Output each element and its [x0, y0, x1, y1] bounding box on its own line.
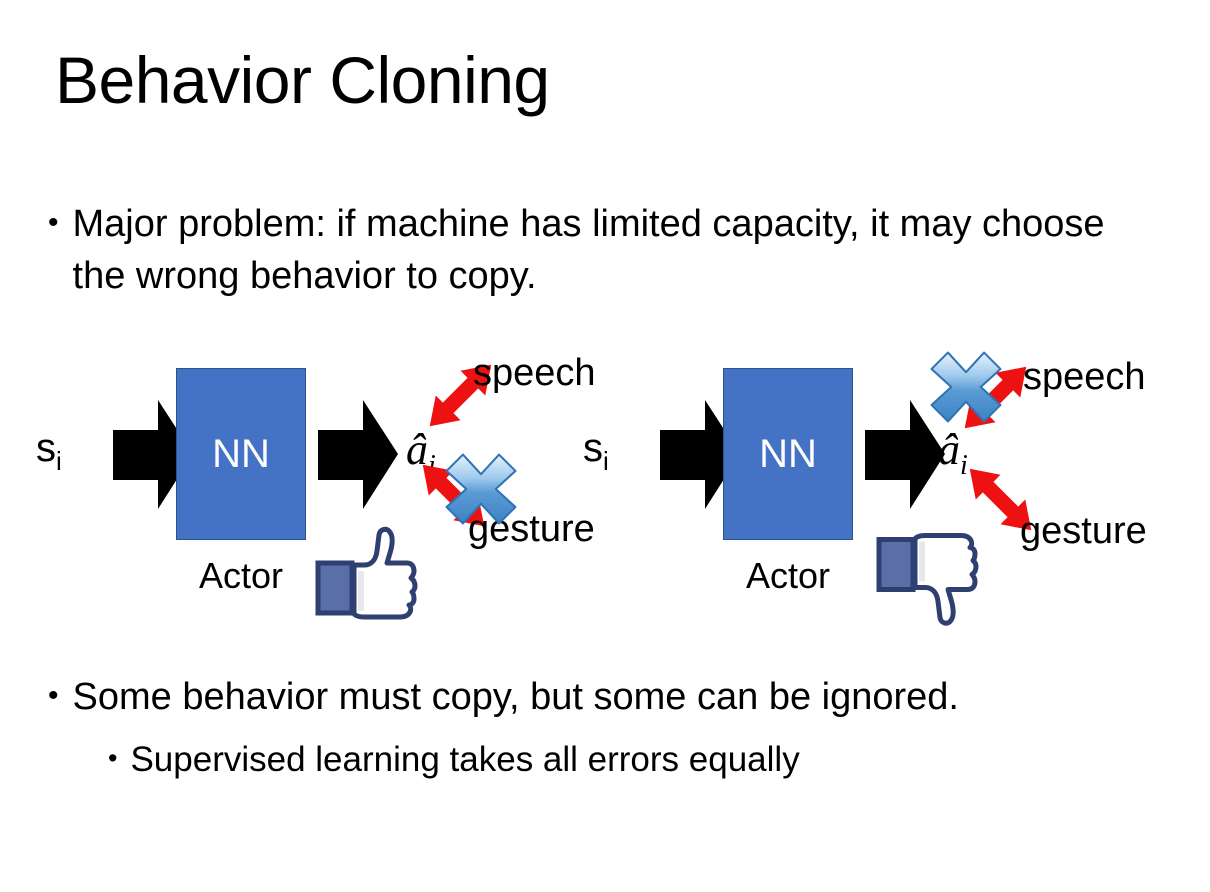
page-title: Behavior Cloning — [55, 43, 550, 117]
branch-label-speech-left: speech — [473, 352, 596, 394]
bullet-marker: • — [48, 206, 59, 239]
nn-box-label: NN — [212, 432, 270, 476]
branch-arrow-down-right — [953, 452, 1048, 552]
bullet-bottom-level1-text: Some behavior must copy, but some can be… — [72, 676, 959, 718]
bullet-marker: • — [108, 743, 118, 773]
thumbs-down-icon — [875, 525, 979, 635]
bullet-bottom-level1: • Some behavior must copy, but some can … — [48, 672, 1168, 723]
thumbs-up-icon — [314, 525, 418, 630]
bullet-bottom-level2-text: Supervised learning takes all errors equ… — [130, 740, 800, 779]
action-label-left: âi — [406, 425, 436, 481]
actor-label-right: Actor — [745, 555, 831, 596]
diagram-right: si NN Actor âi — [565, 340, 1155, 640]
nn-box-left: NN — [176, 368, 306, 540]
input-arrow-left — [113, 392, 193, 522]
diagram-left: si NN Actor âi — [18, 340, 608, 640]
bullet-marker: • — [48, 679, 59, 712]
branch-label-speech-right: speech — [1023, 356, 1146, 398]
bullet-bottom-level2: • Supervised learning takes all errors e… — [108, 736, 1168, 783]
action-label-right: âi — [938, 425, 968, 481]
state-label-left: si — [36, 426, 62, 476]
bullet-top-text: Major problem: if machine has limited ca… — [72, 203, 1105, 298]
input-arrow-right — [660, 392, 740, 522]
bullet-top: • Major problem: if machine has limited … — [48, 198, 1138, 303]
cross-icon-gesture-left — [440, 448, 522, 535]
state-label-right: si — [583, 426, 609, 476]
branch-label-gesture-right: gesture — [1020, 510, 1147, 552]
nn-box-right: NN — [723, 368, 853, 540]
output-arrow-left — [318, 392, 398, 522]
branch-arrow-up-left — [413, 348, 508, 448]
output-arrow-right — [865, 392, 945, 522]
nn-box-label: NN — [759, 432, 817, 476]
branch-label-gesture-left: gesture — [468, 508, 595, 550]
actor-label-left: Actor — [198, 555, 284, 596]
cross-icon-speech-right — [925, 346, 1007, 433]
